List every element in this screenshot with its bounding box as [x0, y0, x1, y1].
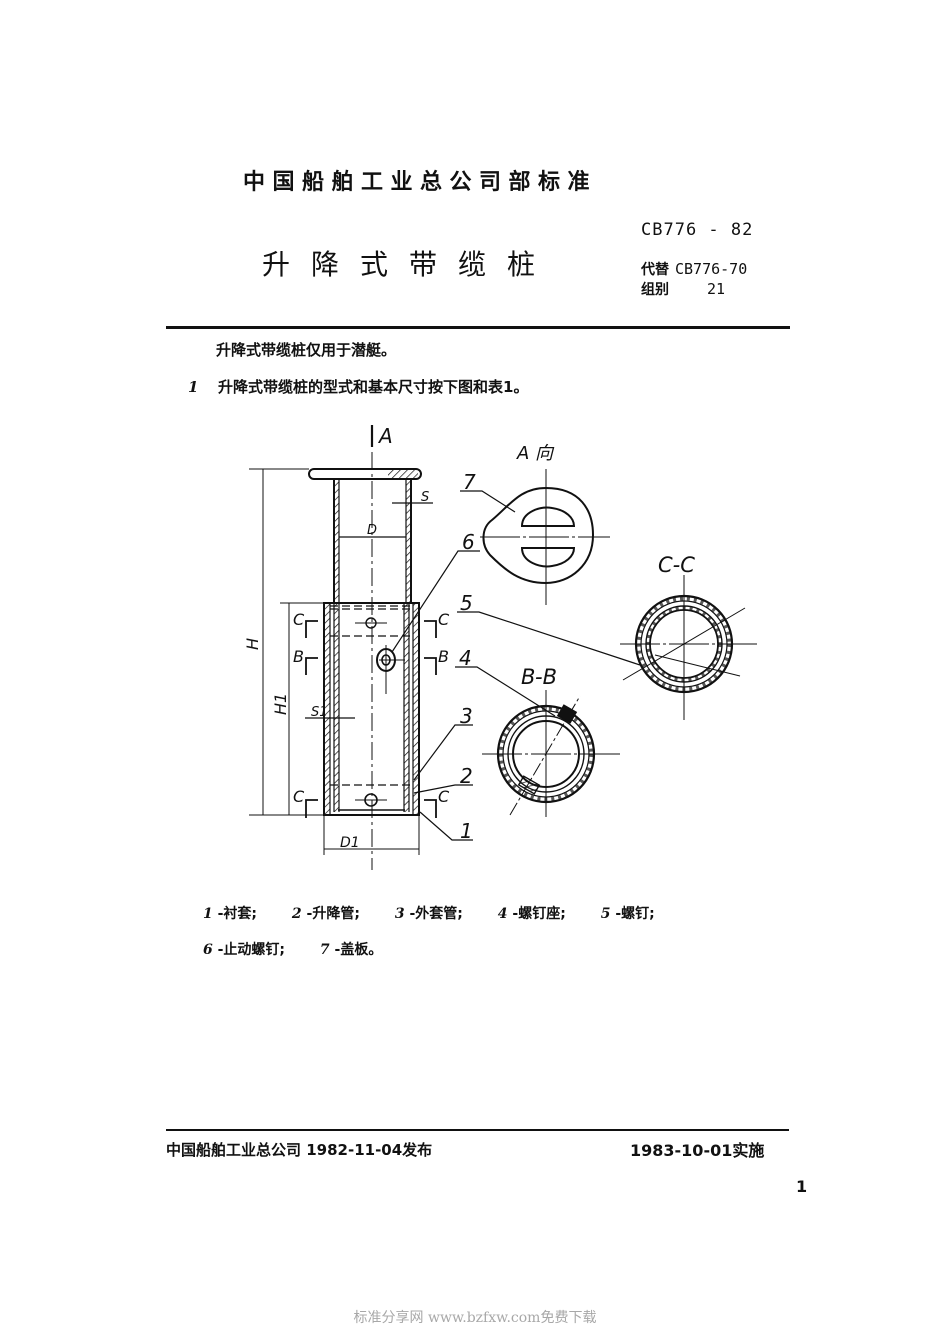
section-mark-c-right-bottom: C	[438, 787, 450, 806]
legend-item: 6 -止动螺钉;	[203, 942, 286, 958]
legend-row-1: 1 -衬套; 2 -升降管; 3 -外套管; 4 -螺钉座; 5 -螺钉;	[203, 903, 685, 923]
section-bb-label: B-B	[521, 665, 557, 689]
technical-drawing: A A 向 C-C B-B S D D1 S1 H H1 C C B B C C…	[243, 424, 757, 870]
section-arrow-label: A	[377, 424, 393, 448]
effective-date: 1983-10-01实施	[630, 1141, 765, 1160]
section-mark-c-right-top: C	[438, 610, 450, 629]
legend-item: 4 -螺钉座;	[497, 906, 566, 922]
callout-1: 1	[460, 819, 473, 843]
clause-text: 升降式带缆桩的型式和基本尺寸按下图和表1。	[218, 378, 529, 396]
header-divider	[166, 326, 790, 329]
callout-3: 3	[460, 704, 473, 728]
legend-item: 5 -螺钉;	[600, 906, 655, 922]
callout-2: 2	[460, 764, 473, 788]
callout-7: 7	[463, 470, 476, 494]
dim-h-label: H	[243, 638, 262, 650]
page-number: 1	[796, 1177, 808, 1196]
dim-d1-label: D1	[340, 835, 360, 851]
legend-item: 7 -盖板。	[319, 942, 383, 958]
document-title: 升降式带缆桩	[262, 248, 557, 281]
watermark: 标准分享网 www.bzfxw.com免费下载	[353, 1310, 597, 1326]
callout-4: 4	[459, 646, 472, 670]
dim-s1-label: S1	[311, 705, 328, 720]
section-mark-b-right: B	[438, 647, 449, 666]
dim-s-label: S	[421, 490, 429, 505]
view-a-label: A 向	[516, 443, 555, 464]
clause-1: 1 升降式带缆桩的型式和基本尺寸按下图和表1。	[188, 376, 528, 397]
issue-date: 中国船舶工业总公司 1982-11-04发布	[166, 1141, 433, 1159]
dim-h1-label: H1	[271, 693, 290, 715]
legend-item: 3 -外套管;	[394, 906, 463, 922]
standard-number: CB776 - 82	[641, 220, 754, 240]
section-mark-c-left-bottom: C	[293, 787, 305, 806]
replaces-value: CB776-70	[675, 260, 748, 278]
legend-item: 1 -衬套;	[203, 906, 258, 922]
group-label: 组别	[641, 282, 669, 298]
footer-divider	[166, 1129, 789, 1131]
replaces-standard: 代替 CB776-70	[641, 259, 747, 279]
organization-standard-heading: 中国船舶工业总公司部标准	[243, 170, 598, 195]
section-mark-c-left-top: C	[293, 610, 305, 629]
replaces-label: 代替	[641, 262, 669, 278]
intro-paragraph: 升降式带缆桩仅用于潜艇。	[216, 341, 397, 359]
callout-6: 6	[462, 530, 475, 554]
section-mark-b-left: B	[293, 647, 304, 666]
group-value: 21	[707, 280, 726, 298]
dim-d-label: D	[367, 523, 377, 538]
clause-number: 1	[188, 378, 199, 396]
section-cc-label: C-C	[658, 553, 695, 577]
callout-5: 5	[460, 591, 473, 615]
legend-item: 2 -升降管;	[291, 906, 360, 922]
group-classification: 组别 21	[641, 279, 725, 299]
legend-row-2: 6 -止动螺钉; 7 -盖板。	[203, 939, 412, 959]
